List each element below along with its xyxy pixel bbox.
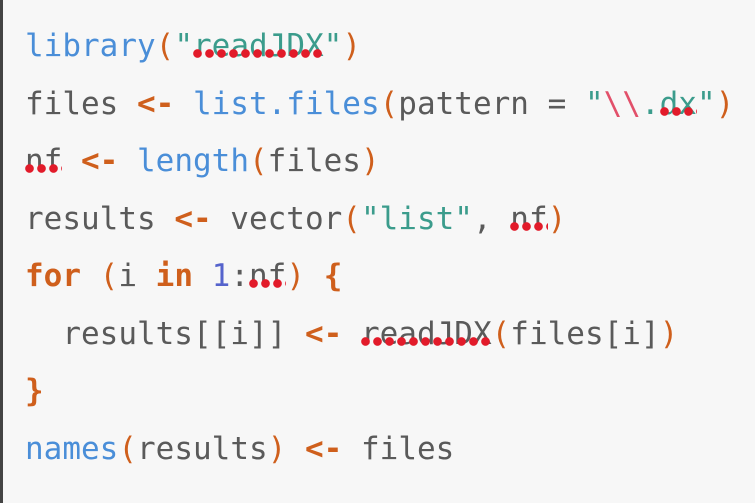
code-token: ": [323, 28, 343, 64]
code-line-2[interactable]: files <- list.files(pattern = "\\.dx"): [25, 76, 734, 134]
code-token: ,: [472, 200, 511, 237]
code-token: <-: [81, 143, 119, 179]
code-token: [62, 143, 81, 179]
code-line-7[interactable]: }: [25, 363, 734, 421]
code-token: 1: [211, 258, 231, 294]
code-token: <-: [305, 430, 343, 467]
code-token: vector: [211, 200, 343, 237]
code-token: names: [25, 430, 119, 467]
code-token: in: [155, 258, 193, 294]
code-token: ): [659, 315, 679, 352]
code-token: ): [715, 85, 735, 122]
code-token: \\: [603, 85, 641, 122]
code-token: [286, 431, 305, 467]
code-token: library: [25, 28, 156, 64]
code-token: .: [640, 85, 660, 122]
code-token: [81, 258, 100, 294]
code-token: <-: [304, 315, 343, 352]
code-token: "list": [360, 200, 473, 237]
code-token: results: [25, 200, 175, 237]
code-token: ): [547, 200, 567, 237]
lint-warning-token: nf: [249, 258, 287, 294]
code-token: files: [25, 85, 137, 122]
code-line-1[interactable]: library("readJDX"): [25, 18, 734, 76]
code-token: ): [267, 430, 287, 467]
code-line-5[interactable]: for (i in 1:nf) {: [25, 248, 734, 306]
lint-warning-token: nf: [25, 143, 63, 179]
code-token: pattern =: [398, 85, 585, 122]
code-token: ": [584, 85, 604, 122]
code-token: results: [137, 430, 268, 467]
code-token: <-: [174, 200, 212, 237]
code-token: ): [286, 258, 306, 294]
code-token: ": [696, 85, 716, 122]
code-token: (: [248, 143, 268, 179]
lint-warning-token: dx: [659, 85, 697, 122]
code-token: files: [342, 430, 455, 467]
code-line-3[interactable]: nf <- length(files): [25, 133, 734, 191]
code-token: (: [379, 85, 399, 122]
code-token: ": [174, 28, 193, 64]
code-token: [193, 258, 212, 294]
code-token: ): [360, 143, 380, 179]
code-token: (: [99, 258, 119, 294]
code-token: (: [155, 28, 175, 64]
code-token: <-: [136, 85, 175, 122]
code-token: :: [230, 258, 250, 294]
code-line-6[interactable]: results[[i]] <- readJDX(files[i]): [25, 306, 734, 364]
code-token: (: [342, 200, 361, 237]
code-token: ): [342, 28, 361, 64]
code-token: (: [118, 430, 137, 467]
code-token: for: [25, 258, 81, 294]
code-line-4[interactable]: results <- vector("list", nf): [25, 191, 734, 249]
code-token: list.files: [192, 85, 380, 122]
code-token: [342, 316, 361, 352]
code-token: [305, 258, 324, 294]
code-token: }: [25, 373, 44, 409]
code-token: (: [491, 315, 511, 352]
code-token: files: [267, 143, 361, 179]
code-line-8[interactable]: names(results) <- files: [25, 421, 734, 479]
code-token: i: [118, 258, 156, 294]
code-token: files[i]: [510, 315, 660, 352]
lint-warning-token: nf: [510, 200, 548, 237]
code-token: [118, 143, 137, 179]
lint-warning-token: readJDX: [193, 28, 324, 64]
code-token: results[[i]]: [25, 315, 305, 352]
code-token: {: [323, 258, 343, 294]
lint-warning-token: readJDX: [360, 315, 492, 352]
code-token: length: [137, 143, 249, 179]
code-token: [174, 86, 193, 122]
code-area[interactable]: library("readJDX")files <- list.files(pa…: [25, 18, 734, 478]
